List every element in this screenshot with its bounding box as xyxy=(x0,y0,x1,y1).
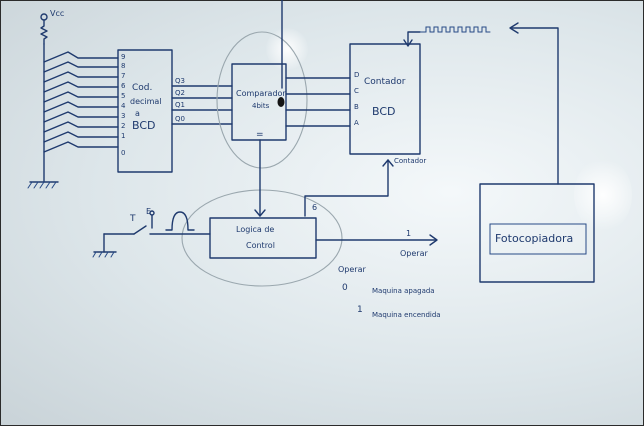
notes-row1-key: 1 xyxy=(357,305,363,315)
pulse-symbol xyxy=(165,211,195,231)
light-glare-right xyxy=(574,158,632,232)
control-box xyxy=(209,217,317,259)
operar-output-label: Operar xyxy=(400,249,428,258)
counter-title-line2: BCD xyxy=(372,105,396,118)
notes-row0-key: 0 xyxy=(342,283,348,293)
switch-label: T xyxy=(130,214,136,224)
control-title-line2: Control xyxy=(246,241,275,250)
control-title-line1: Logica de xyxy=(236,225,275,234)
light-glare-left xyxy=(266,28,308,70)
control-circle xyxy=(181,189,343,287)
operar-output-arrow xyxy=(429,234,438,246)
counter-clock-arrow xyxy=(403,31,421,47)
vcc-label: Vcc xyxy=(50,9,65,18)
ink-blot xyxy=(277,97,285,107)
comparator-arrow xyxy=(254,209,266,217)
control-input-label: E xyxy=(146,207,152,216)
notes-row1-text: Maquina encendida xyxy=(372,311,441,319)
encoder-output-q3: Q3 xyxy=(175,77,185,85)
pulse-train xyxy=(419,26,491,33)
encoder-input-4: 4 xyxy=(121,102,126,110)
comparator-title-line2: 4bits xyxy=(252,102,270,110)
comparator-title-line1: Comparador xyxy=(236,89,286,98)
encoder-title-line3: a xyxy=(135,109,140,118)
encoder-input-6: 6 xyxy=(121,82,126,90)
photocopier-box xyxy=(479,183,595,283)
counter-input-a: A xyxy=(354,119,359,127)
encoder-output-lines xyxy=(171,85,233,125)
control-to-counter xyxy=(304,159,389,217)
switch-contact xyxy=(133,225,211,235)
encoder-input-7: 7 xyxy=(121,72,126,80)
encoder-input-1: 1 xyxy=(121,132,126,140)
comparator-box xyxy=(231,63,287,141)
encoder-input-8: 8 xyxy=(121,62,126,70)
output-bit-label: 1 xyxy=(406,229,412,238)
notes-title: Operar xyxy=(338,265,366,274)
counter-input-d: D xyxy=(354,71,360,79)
counter-reset-arrow xyxy=(382,159,394,167)
counter-input-b: B xyxy=(354,103,359,111)
photocopier-feedback xyxy=(511,27,559,185)
control-feedback-label: 6 xyxy=(312,203,318,212)
comparator-equal-label: = xyxy=(256,130,264,140)
counter-input-c: C xyxy=(354,87,359,95)
notes-row0-text: Maquina apagada xyxy=(372,287,435,295)
encoder-title-line4: BCD xyxy=(132,119,156,132)
encoder-box xyxy=(117,49,173,173)
encoder-output-q1: Q1 xyxy=(175,101,185,109)
photocopier-label: Fotocopiadora xyxy=(495,232,574,245)
photocopier-inner-box xyxy=(489,223,587,255)
encoder-input-5: 5 xyxy=(121,92,126,100)
encoder-output-q0: Q0 xyxy=(175,115,185,123)
encoder-title-line1: Cod. xyxy=(132,83,153,93)
encoder-title-line2: decimal xyxy=(130,97,162,106)
counter-caption: Contador xyxy=(394,157,427,165)
switch-ground-hatch xyxy=(92,251,115,258)
bus-ground-hatch xyxy=(27,181,57,189)
vcc-terminal xyxy=(40,13,48,21)
encoder-input-0: 0 xyxy=(121,149,126,157)
encoder-input-2: 2 xyxy=(121,122,126,130)
encoder-input-9: 9 xyxy=(121,53,126,61)
input-switches xyxy=(43,51,119,153)
comparator-circle xyxy=(216,31,308,169)
counter-box xyxy=(349,43,421,155)
vcc-resistor xyxy=(40,19,48,45)
counter-title-line1: Contador xyxy=(364,77,406,87)
counter-output-lines xyxy=(285,77,351,127)
encoder-output-q2: Q2 xyxy=(175,89,185,97)
feedback-arrow xyxy=(509,22,519,34)
encoder-input-3: 3 xyxy=(121,112,126,120)
